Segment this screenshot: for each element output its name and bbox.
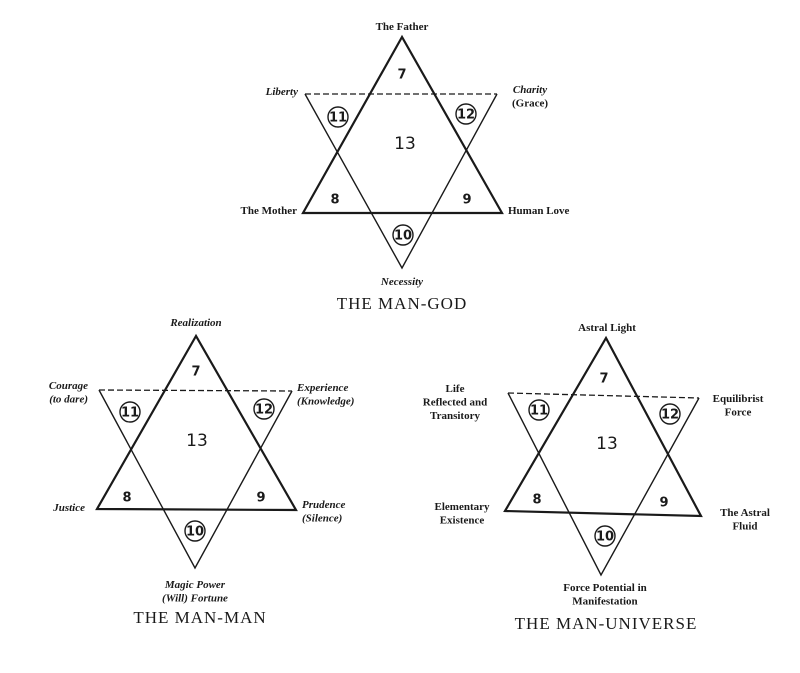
number-center: 13 [186, 431, 208, 451]
number-upper-left: 11 [329, 111, 347, 126]
number-center: 13 [596, 434, 618, 454]
number-lower-right: 9 [462, 193, 471, 208]
number-lower-left: 8 [532, 493, 541, 508]
label-lower-left: The Mother [240, 205, 297, 217]
downward-triangle-sides [507, 392, 700, 577]
number-circle [327, 106, 349, 128]
label-lower-right: Prudence [302, 499, 346, 511]
number-upper-left: 11 [121, 406, 139, 421]
label-upper-left: (to dare) [49, 394, 88, 406]
label-bottom: (Will) Fortune [162, 593, 228, 605]
number-upper-right: 12 [255, 403, 273, 418]
label-lower-right: Fluid [732, 521, 757, 533]
label-bottom: Magic Power [164, 579, 226, 591]
label-upper-left: Liberty [265, 86, 298, 98]
label-top: The Father [376, 21, 429, 33]
downward-triangle-top-edge [507, 392, 700, 399]
number-bottom: 10 [596, 530, 614, 545]
number-circle [528, 399, 550, 421]
number-lower-right: 9 [256, 491, 265, 506]
label-top: Astral Light [578, 322, 636, 334]
number-circle [392, 224, 414, 246]
label-lower-left: Existence [440, 515, 485, 527]
number-upper-left: 11 [530, 404, 548, 419]
label-upper-right: Experience [296, 382, 348, 394]
number-top: 7 [599, 372, 608, 387]
number-top: 7 [397, 68, 406, 83]
label-upper-left: Courage [49, 380, 88, 392]
label-upper-right: Charity [513, 84, 547, 96]
label-upper-left: Transitory [430, 410, 480, 422]
number-upper-right: 12 [457, 108, 475, 123]
label-lower-right: Human Love [508, 205, 570, 217]
label-lower-left: Justice [52, 502, 85, 514]
label-upper-left: Reflected and [423, 397, 487, 409]
label-lower-left: Elementary [435, 501, 490, 513]
diagram-title: THE MAN-MAN [133, 608, 266, 627]
label-lower-right: The Astral [720, 507, 770, 519]
number-lower-left: 8 [122, 491, 131, 506]
label-bottom: Necessity [380, 276, 423, 288]
label-bottom: Manifestation [572, 596, 637, 608]
upward-triangle [503, 335, 703, 518]
label-upper-left: Life [446, 383, 465, 395]
diagram-title: THE MAN-GOD [337, 294, 467, 313]
number-circle [455, 103, 477, 125]
label-lower-right: (Silence) [302, 513, 342, 525]
label-bottom: Force Potential in [563, 582, 647, 594]
upward-triangle [301, 34, 504, 215]
number-circle [594, 525, 616, 547]
number-circle [659, 403, 681, 425]
label-top: Realization [169, 317, 221, 329]
upward-triangle [95, 333, 298, 512]
number-bottom: 10 [186, 525, 204, 540]
downward-triangle-sides [98, 389, 293, 570]
downward-triangle-sides [304, 93, 498, 270]
number-lower-right: 9 [659, 496, 668, 511]
number-lower-left: 8 [330, 193, 339, 208]
number-center: 13 [394, 134, 416, 154]
label-upper-right: (Grace) [512, 98, 548, 110]
diagram-title: THE MAN-UNIVERSE [515, 614, 698, 633]
number-upper-right: 12 [661, 408, 679, 423]
number-bottom: 10 [394, 229, 412, 244]
label-upper-right: (Knowledge) [297, 396, 354, 408]
downward-triangle-top-edge [98, 389, 293, 392]
number-circle [253, 398, 275, 420]
label-upper-right: Equilibrist [713, 393, 764, 405]
number-top: 7 [191, 365, 200, 380]
number-circle [184, 520, 206, 542]
number-circle [119, 401, 141, 423]
label-upper-right: Force [725, 407, 752, 419]
